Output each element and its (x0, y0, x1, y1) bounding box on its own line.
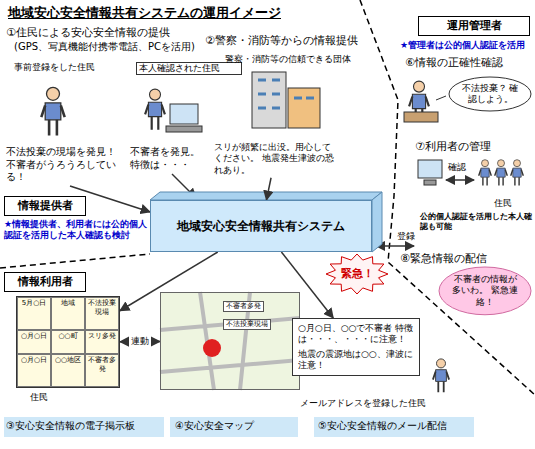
edge-label: 連動 (129, 336, 151, 347)
resident-group (511, 160, 524, 186)
node-text: 5月○日 (17, 297, 51, 330)
building-icon (258, 80, 314, 108)
mail-box: ○月○日、○○で不審者 特徴は・・・、・・・に注意！ 地震の震源地は○○、津波に注… (292, 318, 420, 376)
connector-arrow (120, 252, 218, 311)
diagram-title: 地域安心安全情報共有システムの運用イメージ (8, 4, 281, 22)
node-text: スリ多発 (85, 330, 119, 354)
text-label: ★情報提供者、利用者には公的個人認証を活用した本人確認も検討 (4, 219, 150, 242)
text-label: 公的個人認証を活用した本人確認も可能 (420, 212, 532, 232)
node-text: 情報利用者 (9, 275, 81, 289)
resident-group (479, 160, 492, 186)
system-box-3d (372, 192, 382, 252)
resident-group (479, 160, 524, 186)
node-text: 地域安心安全情報共有システム (177, 219, 345, 234)
node-text: ○月○日 (17, 354, 51, 387)
region-divider (0, 0, 535, 395)
node-text: 緊急！ (341, 267, 374, 281)
text-label: ⑤安心安全情報のメール配信 (318, 420, 468, 433)
text-label: 確認 (448, 162, 474, 173)
system-box: 地域安心安全情報共有システム (150, 200, 372, 252)
text-label: ⑦利用者の管理 (415, 140, 525, 154)
speech-bubble: 不審者の情報が多いわ。 緊急連絡！ (438, 266, 532, 316)
node-text: 不法投棄現場 (85, 297, 119, 330)
connector-arrow (266, 178, 271, 200)
administrator-figure (436, 96, 446, 100)
shape-outline (439, 267, 531, 315)
resident-figure (145, 89, 165, 130)
node-text: 情報提供者 (9, 199, 81, 213)
text-label: 登録 (397, 231, 419, 242)
node-text: ○月○日 (17, 330, 51, 354)
text-label: ④安心安全マップ (175, 420, 295, 433)
caption-band (314, 417, 474, 437)
bulletin-board: 5月○日地域不法投棄現場 ○月○日○○町スリ多発 ○月○日○○地区不審者多発 (16, 296, 120, 388)
shape-outline (449, 77, 531, 111)
administrator-figure (404, 81, 446, 122)
administrator-figure (404, 112, 438, 122)
node-text: 不審者の情報が多いわ。 緊急連絡！ (452, 274, 518, 308)
resident-figure (433, 359, 449, 392)
node-text: 不法投棄現場 (223, 319, 271, 330)
node-text: ○○地区 (51, 354, 85, 387)
node-text: 地域 (51, 297, 85, 330)
connector-arrow (281, 252, 333, 318)
role-box: 運用管理者 (418, 16, 530, 36)
node-text: ○○町 (51, 330, 85, 354)
text-label: 不法投棄の現場を発見！ 不審者がうろうろしている！ (6, 146, 128, 184)
resident-figure (166, 126, 202, 132)
map-illustration (203, 339, 221, 357)
resident-figure (41, 87, 64, 135)
text-label: 警察・消防等の信頼できる団体 (225, 54, 365, 65)
node-text: 不審者多発 (85, 354, 119, 387)
text-label: ★管理者は公的個人認証を活用 (400, 40, 534, 51)
region-divider (0, 254, 150, 268)
speech-bubble: 不法投棄？ 確認しよう。 (448, 76, 532, 112)
text-label: ⑥情報の正確性確認 (405, 56, 535, 70)
text-label: 不審者を発見。 特徴は・・・ (130, 146, 210, 171)
text-label: 事前登録をした住民 (14, 62, 114, 73)
computer-icon (418, 160, 442, 185)
text-label: 住民 (494, 198, 524, 209)
text-label: ⑧緊急情報の配信 (400, 252, 530, 266)
building-icon (252, 72, 286, 128)
computer-icon (418, 160, 442, 178)
role-box: 情報提供者 (4, 196, 86, 216)
safety-map: 不審者多発不法投棄現場 (160, 292, 300, 390)
text-label: メールアドレスを登録した住民 (300, 398, 440, 409)
resident-figure (41, 87, 202, 135)
flow-arrow (376, 245, 414, 247)
text-label: (GPS、写真機能付携帯電話、PCを活用) (14, 41, 214, 54)
node-text: 地震の震源地は○○、津波に注意！ (298, 349, 414, 372)
map-illustration (160, 292, 300, 390)
node-text: 運用管理者 (423, 19, 525, 33)
system-box-3d (150, 192, 382, 252)
map-illustration (160, 292, 300, 390)
computer-icon (424, 180, 436, 185)
map-illustration (160, 292, 300, 390)
resident-group (495, 160, 508, 186)
resident-figure (170, 104, 198, 124)
caption-band (4, 417, 474, 437)
caption-band (170, 417, 298, 437)
role-box: 情報利用者 (4, 272, 86, 292)
building-icon (252, 72, 320, 128)
node-text: スリが頻繁に出没。用心してください。 地震発生津波の恐れあり。 (214, 142, 336, 176)
text-label: 住民 (30, 392, 70, 403)
node-text: ○月○日、○○で不審者 特徴は・・・、・・・に注意！ (298, 323, 414, 346)
node-text: 不法投棄？ 確認しよう。 (458, 83, 522, 106)
shape-outline (326, 254, 388, 294)
resident-figure (433, 359, 449, 392)
text-label: ②警察・消防等からの情報提供 (205, 34, 375, 48)
text-label: ③安心安全情報の電子掲示板 (6, 420, 166, 433)
notice-text: スリが頻繁に出没。用心してください。 地震発生津波の恐れあり。 (212, 140, 338, 178)
node-text: 不審者多発 (223, 301, 264, 312)
building-icon (288, 88, 320, 128)
flow-arrow (446, 179, 474, 181)
text-label: ①住民による安心安全情報の提供 (6, 26, 206, 40)
alert-burst: 緊急！ (326, 254, 388, 294)
